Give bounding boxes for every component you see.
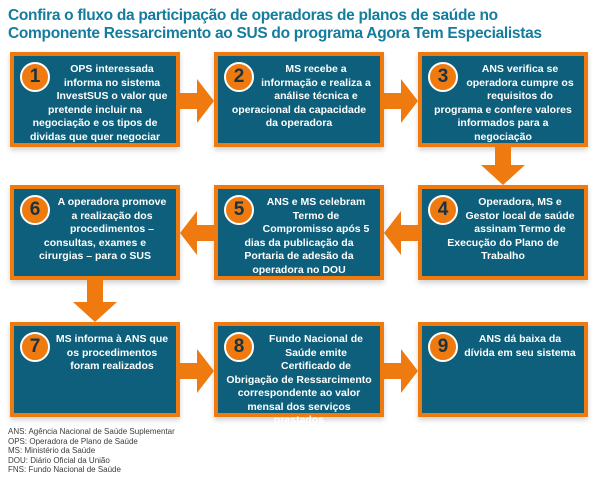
step-text: Operadora, MS e Gestor local de saúde as… (447, 196, 575, 262)
arrow-left-step4-to-step5-icon (384, 211, 418, 255)
abbreviation-legend: ANS: Agência Nacional de Saúde Suplement… (8, 427, 175, 475)
step-number-badge: 3 (428, 62, 458, 92)
step-number-badge: 2 (224, 62, 254, 92)
legend-item-ops: OPS: Operadora de Plano de Saúde (8, 436, 138, 446)
step-text: A operadora promove a realização dos pro… (38, 196, 167, 262)
step-text: MS recebe a informação e realiza a análi… (231, 63, 371, 129)
step-number-badge: 8 (224, 332, 254, 362)
title-line-1: Confira o fluxo da participação de opera… (8, 7, 498, 24)
arrow-left-step5-to-step6-icon (180, 211, 214, 255)
step-number-badge: 6 (20, 195, 50, 225)
step-number-badge: 1 (20, 62, 50, 92)
step-number-badge: 4 (428, 195, 458, 225)
legend-item-fns: FNS: Fundo Nacional de Saúde (8, 465, 121, 474)
legend-item-dou: DOU: Diário Oficial da União (8, 455, 110, 465)
step-text: ANS verifica se operadora cumpre os requ… (434, 63, 574, 143)
legend-item-ms: MS: Ministério da Saúde (8, 446, 96, 455)
arrow-down-step3-to-step4-icon (481, 147, 525, 185)
step-text: OPS interessada informa no sistema Inves… (29, 63, 168, 143)
step-number-badge: 5 (224, 195, 254, 225)
arrow-right-step7-to-step8-icon (180, 349, 214, 393)
arrow-down-step6-to-step7-icon (73, 279, 117, 322)
arrow-right-step8-to-step9-icon (384, 349, 418, 393)
step-text: ANS dá baixa da dívida em seu sistema (464, 333, 576, 359)
step-text: Fundo Nacional de Saúde emite Certificad… (226, 333, 372, 426)
step-number-badge: 9 (428, 332, 458, 362)
legend-item-ans: ANS: Agência Nacional de Saúde Suplement… (8, 427, 175, 436)
step-text: ANS e MS celebram Termo de Compromisso a… (244, 196, 370, 276)
title-line-2: Componente Ressarcimento ao SUS do progr… (8, 25, 542, 42)
page-title: Confira o fluxo da participação de opera… (8, 7, 568, 43)
step-number-badge: 7 (20, 332, 50, 362)
arrow-right-step2-to-step3-icon (384, 79, 418, 123)
arrow-right-step1-to-step2-icon (180, 79, 214, 123)
step-text: MS informa à ANS que os procedimentos fo… (55, 333, 169, 372)
